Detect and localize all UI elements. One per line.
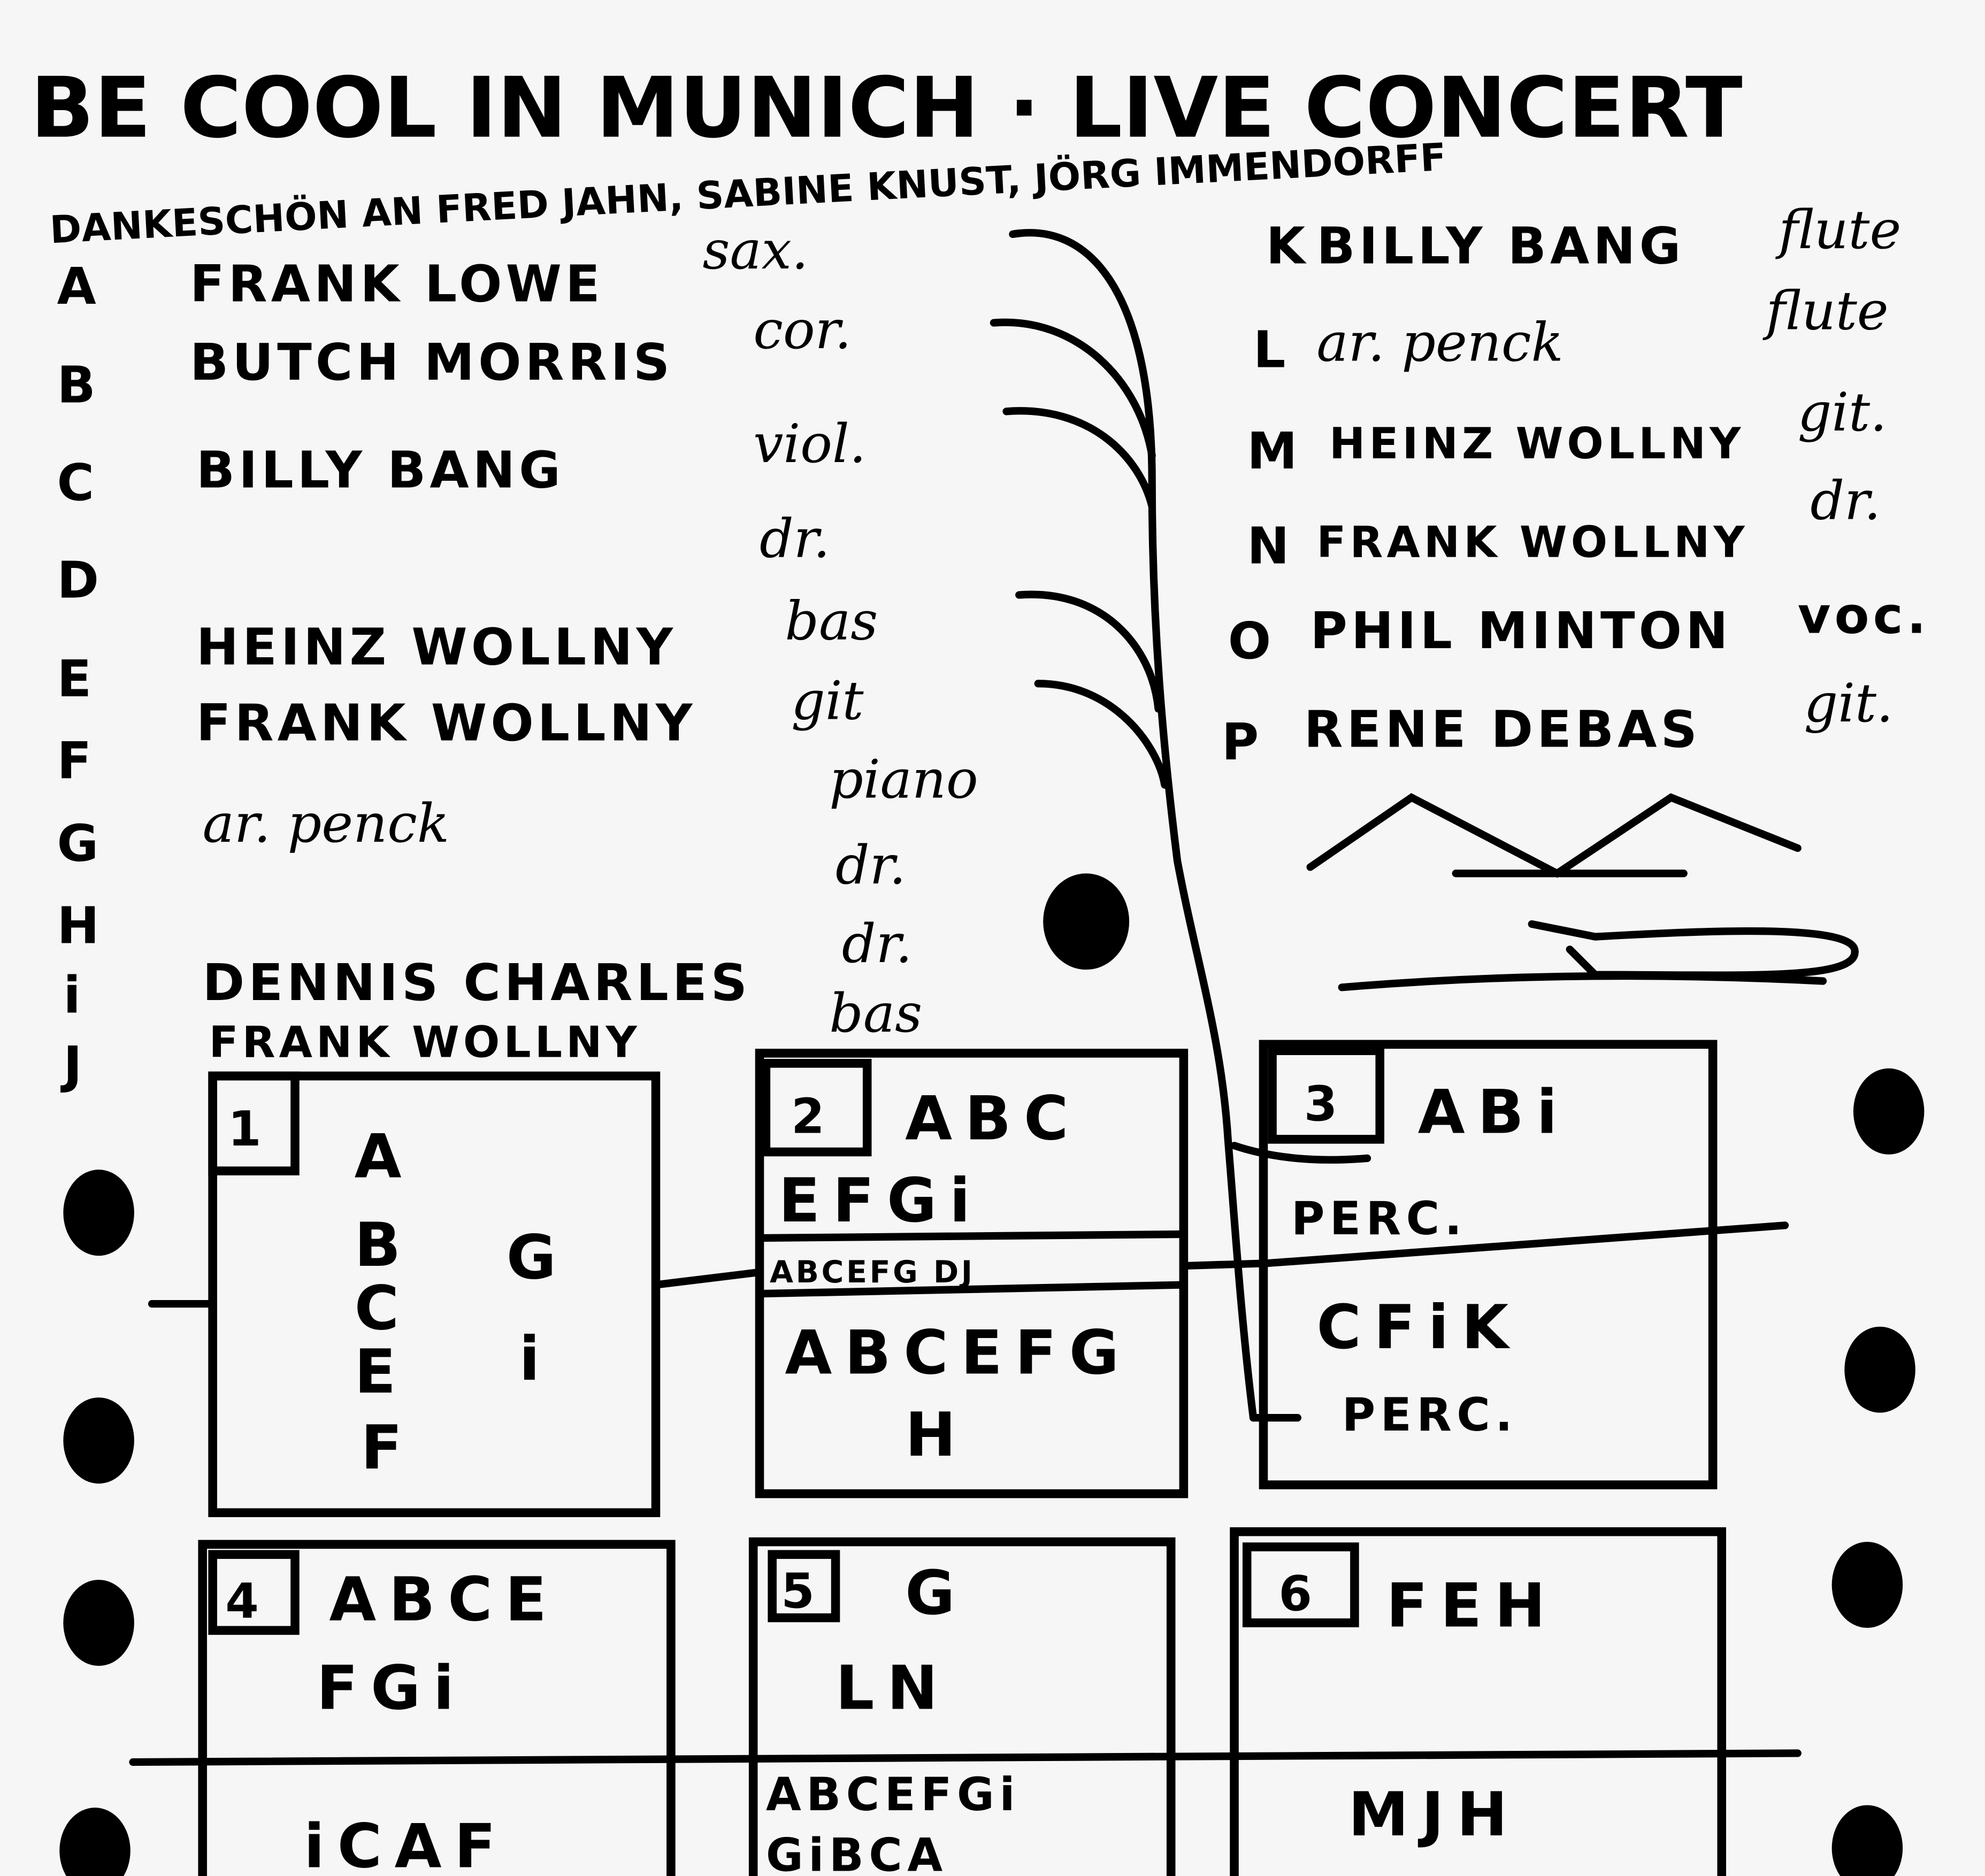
letter: J <box>60 1036 82 1095</box>
letter: N <box>1247 517 1293 575</box>
box-text: G <box>905 1558 968 1628</box>
title: BE COOL IN MUNICH · LIVE CONCERT <box>30 59 1743 157</box>
box-text: ABi <box>1418 1077 1570 1148</box>
box-text: EFGi <box>779 1165 983 1236</box>
letter: A <box>57 257 96 316</box>
box-text: H <box>905 1400 969 1470</box>
box-text: i <box>519 1324 553 1394</box>
box-text: PERC. <box>1291 1193 1467 1245</box>
box-text: GiBCA <box>766 1829 948 1876</box>
instrument: git. <box>1798 382 1887 443</box>
musician-name: DENNIS CHARLES <box>203 954 751 1012</box>
instrument: git. <box>1804 673 1894 734</box>
box-text: B <box>355 1210 413 1280</box>
instrument: flute <box>1762 280 1889 342</box>
instrument: dr. <box>842 913 913 975</box>
musician-name: ar. penck <box>203 793 449 855</box>
box-text: MJH <box>1348 1779 1520 1850</box>
letter: K <box>1266 217 1309 275</box>
letter: i <box>63 966 80 1025</box>
letter: G <box>57 814 99 873</box>
box-number: 6 <box>1278 1566 1312 1622</box>
box-number: 1 <box>228 1102 262 1157</box>
tree-drawing <box>990 229 1859 1422</box>
dots <box>59 873 1925 1876</box>
box-text: ABCEFG DJ <box>770 1255 975 1290</box>
musician-name: PHIL MINTON <box>1310 602 1732 660</box>
box-text: ABCEFGi <box>766 1769 1020 1821</box>
musician-name: FRANK WOLLNY <box>196 694 696 753</box>
box-text: CFiK <box>1316 1292 1521 1363</box>
musician-name: BILLY BANG <box>1316 217 1684 275</box>
instrument: bas <box>829 983 922 1044</box>
set-box-5: 5 G LN ABCEFGi GiBCA <box>748 1537 1176 1876</box>
box-number: 4 <box>225 1574 259 1629</box>
musician-name: FRANK LOWE <box>190 255 604 313</box>
left-roster: A FRANK LOWE sax. B BUTCH MORRIS cor. C … <box>57 220 978 1095</box>
musician-name: BUTCH MORRIS <box>190 333 673 392</box>
letter: C <box>57 453 94 512</box>
right-roster: K BILLY BANG flute L ar. penck flute M H… <box>1222 199 1930 772</box>
letter: O <box>1228 612 1275 671</box>
letter: L <box>1253 320 1289 379</box>
musician-name: RENE DEBAS <box>1304 701 1701 759</box>
set-box-1: 1 A B C E F G i <box>148 1071 764 1517</box>
letter: H <box>57 896 99 955</box>
musician-name: HEINZ WOLLNY <box>196 618 677 677</box>
instrument: voc. <box>1798 587 1930 645</box>
box-text: LN <box>836 1653 951 1724</box>
box-number: 5 <box>781 1564 815 1619</box>
instrument: bas <box>785 590 878 652</box>
set-box-3: 3 ABi PERC. CFiK PERC. <box>1179 1040 1789 1489</box>
instrument: dr. <box>1810 470 1881 532</box>
box-text: FEH <box>1386 1571 1558 1641</box>
box-text: F <box>361 1412 415 1483</box>
box-text: FGi <box>317 1653 467 1724</box>
box-text: C <box>355 1273 412 1343</box>
instrument: sax. <box>703 220 809 281</box>
set-box-4: 4 ABCE FGi iCAF <box>198 1540 676 1876</box>
set-box-2: 2 ABC EFGi ABCEFG DJ ABCEFG H <box>755 1049 1189 1498</box>
instrument: piano <box>829 749 978 810</box>
musician-name: FRANK WOLLNY <box>1316 517 1748 567</box>
letter: D <box>57 551 99 610</box>
instrument: cor. <box>753 299 852 361</box>
box-text: ABCEFG <box>785 1317 1131 1388</box>
musician-name: ar. penck <box>1316 312 1563 374</box>
box-text: G <box>507 1223 569 1293</box>
musician-name: FRANK WOLLNY <box>209 1017 641 1067</box>
instrument: flute <box>1775 199 1901 261</box>
box-text: ABC <box>905 1083 1081 1154</box>
instrument: viol. <box>753 413 866 475</box>
box-text: A <box>355 1121 415 1191</box>
letter: M <box>1247 422 1301 481</box>
musician-name: BILLY BANG <box>196 441 564 499</box>
box-text: iCAF <box>304 1811 509 1876</box>
letter: B <box>57 356 96 415</box>
letter: E <box>57 650 92 709</box>
letter: P <box>1222 713 1262 772</box>
box-number: 2 <box>791 1089 825 1145</box>
letter: F <box>57 732 92 791</box>
box-text: E <box>355 1336 409 1407</box>
musician-name: HEINZ WOLLNY <box>1329 418 1744 468</box>
instrument: dr. <box>836 835 906 896</box>
box-number: 3 <box>1304 1077 1338 1132</box>
box-text: ABCE <box>329 1564 559 1635</box>
instrument: dr. <box>760 509 830 570</box>
box-text: PERC. <box>1342 1389 1518 1442</box>
set-box-6: 6 FEH MJH <box>129 1527 1802 1876</box>
instrument: git <box>791 670 864 732</box>
